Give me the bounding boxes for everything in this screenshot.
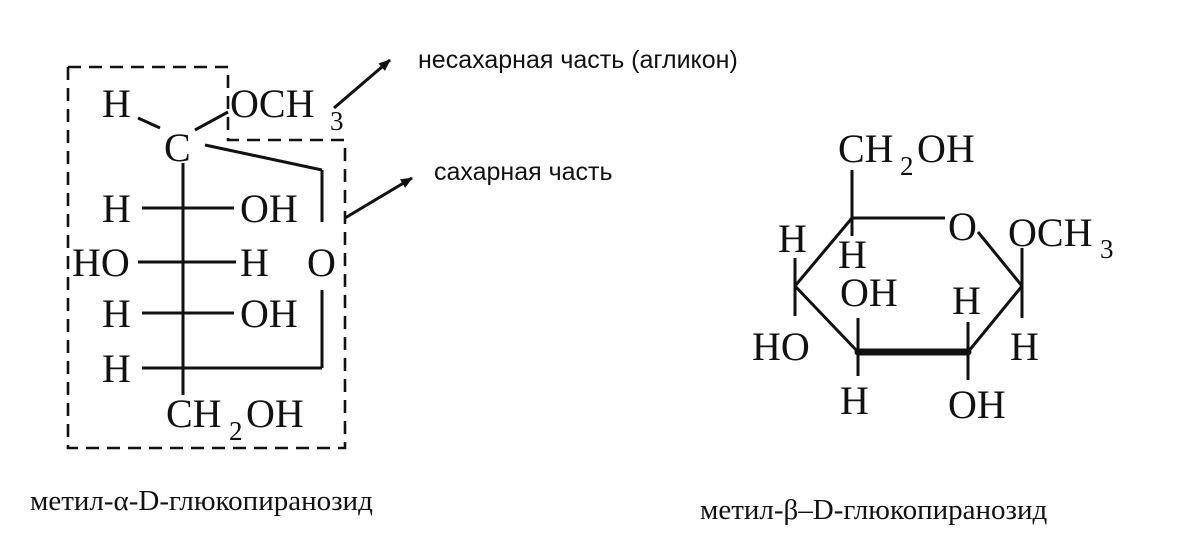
c2-oh: OH bbox=[948, 382, 1006, 427]
aglycone-group: OCH bbox=[230, 81, 314, 126]
aglycone-box bbox=[68, 65, 345, 142]
c4-ho: HO bbox=[752, 324, 810, 369]
anomeric-h: H bbox=[102, 81, 131, 126]
ch2oh-oh: OH bbox=[246, 391, 304, 436]
row5-left: H bbox=[102, 346, 131, 391]
row3-right: H bbox=[240, 240, 269, 285]
methoxy-group: OCH bbox=[1008, 210, 1092, 255]
alpha-caption: метил-α-D-глюкопиранозид bbox=[30, 485, 373, 517]
c5-h: H bbox=[838, 232, 867, 277]
ch2oh-subscript: 2 bbox=[229, 416, 243, 446]
sugar-label: сахарная часть bbox=[434, 158, 613, 186]
anomeric-c: C bbox=[164, 125, 191, 170]
c3-h: H bbox=[840, 378, 869, 423]
beta-structure: CH 2 OH O OCH 3 H H HO OH H H H OH метил… bbox=[700, 126, 1114, 526]
ch2oh-oh: OH bbox=[917, 126, 975, 171]
c1-h: H bbox=[1010, 324, 1039, 369]
aglycone-subscript: 3 bbox=[330, 106, 344, 136]
aglycone-label: несахарная часть (агликон) bbox=[418, 46, 738, 74]
ch2oh-ch: CH bbox=[838, 126, 894, 171]
row2-right: OH bbox=[240, 186, 298, 231]
ring-oxygen: O bbox=[948, 204, 977, 249]
arrow-icon bbox=[344, 176, 413, 220]
ring-oxygen: O bbox=[307, 240, 336, 285]
row3-left: HO bbox=[72, 240, 130, 285]
beta-caption: метил-β–D-глюкопиранозид bbox=[700, 494, 1047, 526]
alpha-structure: H C OCH 3 H OH HO H H OH H O CH 2 OH нес… bbox=[30, 46, 738, 517]
c4-h: H bbox=[778, 216, 807, 261]
ch2oh-ch: CH bbox=[166, 391, 222, 436]
row4-right: OH bbox=[240, 291, 298, 336]
c2-h: H bbox=[952, 278, 981, 323]
ch2oh-subscript: 2 bbox=[900, 151, 914, 181]
row4-left: H bbox=[102, 291, 131, 336]
methoxy-subscript: 3 bbox=[1100, 234, 1114, 264]
c3-oh: OH bbox=[840, 270, 898, 315]
sugar-box bbox=[66, 67, 347, 450]
row2-left: H bbox=[102, 186, 131, 231]
arrow-icon bbox=[333, 58, 391, 110]
